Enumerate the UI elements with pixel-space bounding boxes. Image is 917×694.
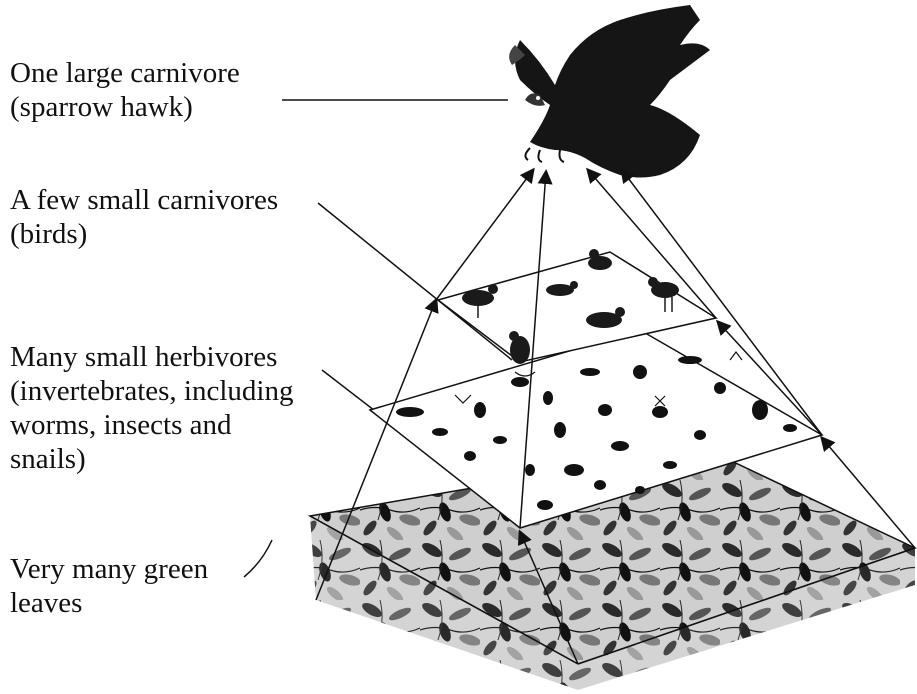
hawk-icon [509, 5, 710, 178]
leader-line-birds [318, 203, 512, 360]
birds-tier [438, 249, 716, 364]
birds-plane [438, 252, 716, 362]
leader-line-leaves [244, 540, 272, 577]
